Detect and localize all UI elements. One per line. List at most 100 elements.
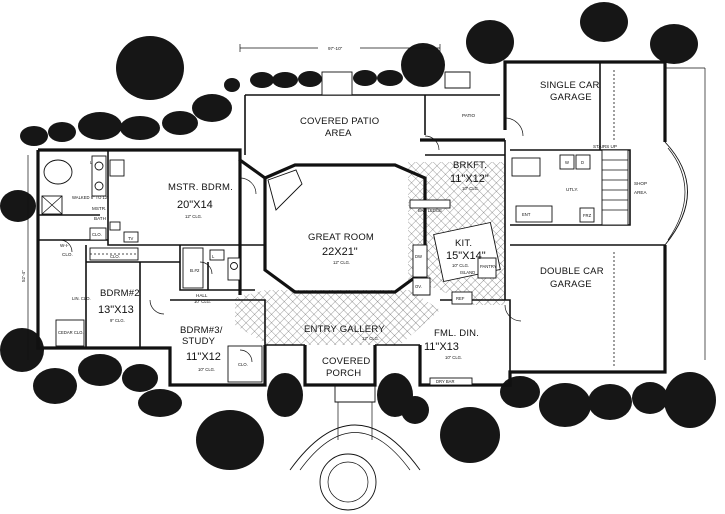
bedroom3-label-2: STUDY [182,336,216,347]
walk-in-master-label: WALKED 8" TO 12" [72,195,109,200]
dry-bar [429,377,473,386]
tree-top-left [116,36,184,100]
bedroom2-label: BDRM#2 [100,288,140,299]
linen-label-bath: L [212,254,215,259]
dimensions: 97'-10" 52'-4" [21,43,441,360]
depth-dimension: 52'-4" [21,270,26,282]
kitchen-ceiling: 10" CLG. [452,263,469,268]
great-room-label: GREAT ROOM [308,232,374,243]
linen-label-master: L [90,160,93,165]
entry-tile-floor [235,290,440,345]
master-tub [43,159,73,185]
greenhouse-bay [664,141,688,246]
tree-left [0,190,36,222]
patio-label: PATIO [462,113,476,118]
tree-left-lower [0,328,44,372]
great-room-size: 22X21" [322,246,358,258]
dw-label: DW [415,254,422,259]
dryer-label: D [581,160,584,165]
shop-area-label-2: AREA [634,190,647,195]
ov-label: OV. [415,284,422,289]
door-swings [59,117,524,363]
room-labels: COVERED PATIO AREA PATIO SINGLE CAR GARA… [58,80,647,384]
walk-in-closet-label-2: CLO. [62,252,73,257]
tree-top-center [401,43,445,87]
dryer [575,154,591,170]
shop-area-label: SHOP [634,181,647,186]
utility-label: UTLY. [566,187,578,192]
master-toilet [109,159,125,177]
front-fountain [319,453,377,511]
hall-label: HALL [196,293,208,298]
tv-label: TV [128,236,134,241]
bdrm3-closet-label: CLO. [238,362,248,367]
dry-bar-label: DRY BAR [436,379,454,384]
hall-ceiling: 10" CLG. [194,299,211,304]
covered-patio-label: COVERED PATIO [300,116,379,127]
covered-porch-label: COVERED [322,356,370,367]
fixtures [41,67,706,386]
stairs-up-label: STAIRS UP [593,144,617,149]
hedge-top [20,70,403,146]
washer [559,154,575,170]
tree-top-far-right [650,24,698,64]
shrubs-bottom [33,354,716,470]
patio-planter [444,71,471,89]
pantry-label: PANTRY [480,264,497,269]
pantry [477,257,497,279]
cedar-closet [55,319,85,347]
master-bath-label-2: BATH [94,216,106,221]
bedroom2-ceiling: 9" CLG. [110,318,125,323]
island-label: ISLAND [460,270,475,275]
patio-areas [244,71,500,155]
master-closet-box [89,227,107,241]
entry-gallery-label: ENTRY GALLERY [304,324,385,335]
entry-gallery-ceiling: 12" CLG. [362,336,379,341]
master-bedroom-ceiling: 12" CLG. [185,214,202,219]
cooktop [412,244,428,278]
stairs [601,149,629,226]
double-car-garage-label: DOUBLE CAR [540,266,604,277]
bath2-tub [182,247,204,289]
tree-top-center-right [466,20,514,64]
bar-ledge-label: BAR LEDGE [418,208,442,213]
ref-label: REF [456,296,465,301]
great-room-ceiling: 12" CLG. [333,260,350,265]
covered-patio-label-2: AREA [325,128,352,139]
family-dining-size: 11"X13 [424,341,459,353]
double-car-garage-label-2: GARAGE [550,279,592,290]
single-car-garage-label-2: GARAGE [550,92,592,103]
landscaping [0,2,716,511]
bdrm3-closet [227,345,263,383]
master-bath-label: MSTR. [92,206,106,211]
bedroom3-label: BDRM#3/ [180,325,223,336]
single-car-garage-label: SINGLE CAR [540,80,600,91]
bdrm2-closet-label: CLO. [110,254,120,259]
bedroom2-size: 13"X13 [98,304,134,316]
breakfast-label: BRKFT. [453,160,487,171]
front-walkway [334,385,376,403]
breakfast-ceiling: 10" CLG. [462,186,479,191]
master-closet-label: CLO. [92,232,102,237]
breakfast-size: 11"X12" [450,173,489,185]
master-bedroom-size: 20"X14 [177,199,213,211]
kitchen-size: 15"X14" [446,250,486,262]
covered-porch-label-2: PORCH [326,368,361,379]
freezer [579,207,595,223]
bedroom3-ceiling: 10" CLG. [198,367,215,372]
master-bedroom-label: MSTR. BDRM. [168,182,233,193]
washer-label: W [565,160,569,165]
ent-label: ENT [522,212,531,217]
kitchen-label: KIT. [455,238,472,249]
lin-closet-label: LIN. CLO. [72,296,91,301]
width-dimension: 97'-10" [328,46,343,51]
bar-ledge [409,199,451,209]
chimney [321,71,353,96]
frz-label: FRZ [583,213,592,218]
front-walk-arc [289,424,421,471]
refrigerator [451,291,473,305]
bath2-label: B.#2 [190,268,200,273]
fireplace [267,169,303,211]
entry-bench [515,205,553,223]
